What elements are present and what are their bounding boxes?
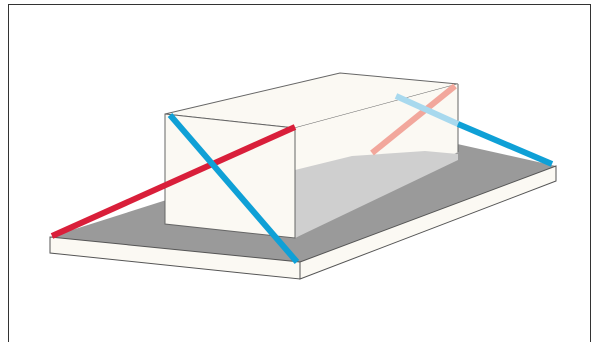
blue-diagonal-back-faded	[394, 93, 460, 127]
blue-diagonal-back	[456, 121, 554, 167]
box-shadow-face	[295, 151, 458, 238]
red-diagonal-back	[370, 83, 457, 156]
red-diagonal-front	[50, 124, 297, 239]
blue-diagonal-front	[167, 113, 300, 264]
box	[164, 72, 459, 239]
platform-side-face	[299, 165, 557, 280]
diagonals	[50, 83, 554, 264]
